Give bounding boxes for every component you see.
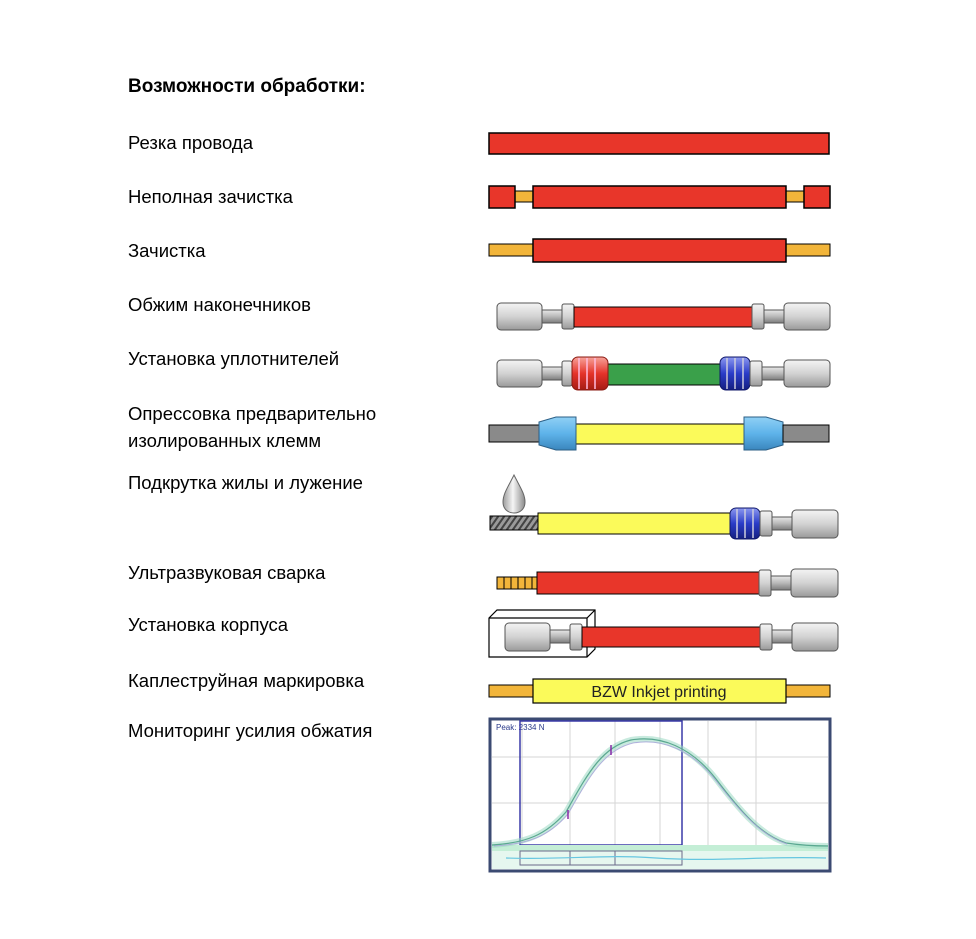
red-seal-icon — [571, 356, 609, 391]
row-label-line: Неполная зачистка — [128, 186, 293, 207]
row-label-line: Опрессовка предварительно — [128, 403, 377, 424]
row-label-line: Мониторинг усилия обжатия — [128, 720, 373, 741]
seal-install-illustration — [496, 356, 831, 391]
page-title: Возможности обработки: — [128, 76, 366, 97]
partial-strip-illustration — [488, 185, 831, 209]
insulated-terminals-illustration — [488, 416, 830, 451]
row-label-housing: Установка корпуса — [128, 611, 288, 638]
blue-seal-icon — [729, 507, 761, 540]
housing-install-illustration — [488, 609, 839, 658]
row-label-line: Каплеструйная маркировка — [128, 670, 365, 691]
row-label-insulated-terminals: Опрессовка предварительно изолированных … — [128, 400, 376, 454]
strip-illustration — [488, 238, 831, 263]
blue-seal-icon — [719, 356, 751, 391]
row-label-line: Установка уплотнителей — [128, 348, 340, 369]
row-label-line: Ультразвуковая сварка — [128, 562, 326, 583]
row-label-line: Обжим наконечников — [128, 294, 311, 315]
row-label-line: Зачистка — [128, 240, 206, 261]
solder-drop-icon — [502, 473, 526, 514]
row-label-inkjet: Каплеструйная маркировка — [128, 667, 364, 694]
force-curve — [491, 738, 829, 847]
row-label-crimp-force: Мониторинг усилия обжатия — [128, 717, 372, 744]
row-label-twist-tin: Подкрутка жилы и лужение — [128, 469, 363, 496]
row-label-line: Резка провода — [128, 132, 254, 153]
twist-tin-illustration — [489, 473, 839, 540]
ultrasonic-weld-illustration — [496, 568, 839, 598]
row-label-crimp: Обжим наконечников — [128, 291, 311, 318]
row-label-line: Установка корпуса — [128, 614, 289, 635]
row-label-seal: Установка уплотнителей — [128, 345, 339, 372]
crimp-force-monitor: Peak: 2334 N — [488, 717, 832, 873]
cut-wire-illustration — [488, 132, 830, 155]
row-label-strip: Зачистка — [128, 237, 206, 264]
row-label-ultrasonic: Ультразвуковая сварка — [128, 559, 325, 586]
row-label-line: Подкрутка жилы и лужение — [128, 472, 363, 493]
row-label-partial-strip: Неполная зачистка — [128, 183, 293, 210]
row-label-line: изолированных клемм — [128, 430, 322, 451]
inkjet-marking-illustration: BZW Inkjet printing — [488, 678, 831, 704]
inkjet-label: BZW Inkjet printing — [591, 684, 726, 701]
row-label-cutting: Резка провода — [128, 129, 253, 156]
crimp-terminals-illustration — [496, 302, 831, 331]
